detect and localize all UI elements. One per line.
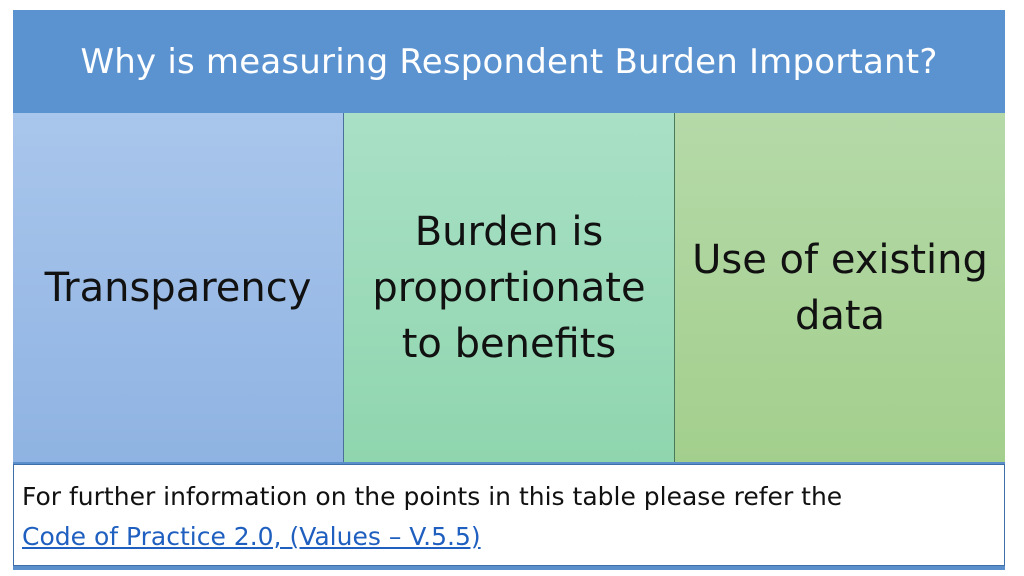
code-of-practice-link[interactable]: Code of Practice 2.0, (Values – V.5.5): [22, 522, 481, 551]
cell-label: Burden is proportionate to benefits: [372, 208, 646, 367]
cell-existing-data: Use of existing data: [675, 113, 1005, 462]
page-title: Why is measuring Respondent Burden Impor…: [80, 41, 938, 82]
footer-text: For further information on the points in…: [22, 482, 843, 511]
footer-note: For further information on the points in…: [13, 464, 1005, 566]
header-bar: Why is measuring Respondent Burden Impor…: [13, 10, 1005, 113]
cell-label: Use of existing data: [692, 236, 988, 339]
slide: Why is measuring Respondent Burden Impor…: [13, 10, 1005, 570]
cell-burden-proportionate: Burden is proportionate to benefits: [344, 113, 675, 462]
cell-transparency: Transparency: [13, 113, 344, 462]
cell-label: Transparency: [44, 264, 312, 311]
content-table: Transparency Burden is proportionate to …: [13, 113, 1005, 462]
